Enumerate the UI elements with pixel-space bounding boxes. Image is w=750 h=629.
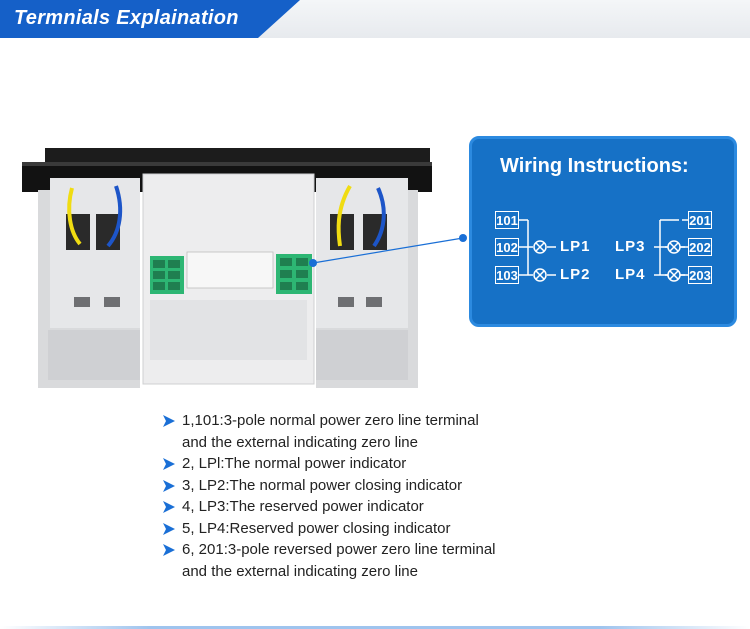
label-lp1: LP1	[560, 238, 591, 255]
note-line: 1,101:3-pole normal power zero line term…	[182, 412, 479, 429]
list-item: 6, 201:3-pole reversed power zero line t…	[162, 539, 582, 582]
list-item: 2, LPl:The normal power indicator	[162, 453, 582, 475]
footer-divider	[0, 626, 750, 629]
arrow-right-icon	[163, 415, 175, 427]
header-banner: Termnials Explaination	[0, 0, 300, 38]
label-lp2: LP2	[560, 266, 591, 283]
lamp-lp2-icon	[533, 268, 547, 282]
note-line: 3, LP2:The normal power closing indicato…	[182, 476, 463, 494]
terminal-103: 103	[495, 266, 519, 284]
lamp-lp3-icon	[667, 240, 681, 254]
wiring-instructions-panel: Wiring Instructions:	[469, 136, 737, 327]
lamp-lp1-icon	[533, 240, 547, 254]
note-line: and the external indicating zero line	[182, 562, 418, 580]
lamp-lp4-icon	[667, 268, 681, 282]
list-item: 1,101:3-pole normal power zero line term…	[162, 410, 582, 453]
terminal-101: 101	[495, 211, 519, 229]
arrow-right-icon	[163, 479, 175, 492]
list-item: 4, LP3:The reserved power indicator	[162, 496, 582, 518]
note-line: 4, LP3:The reserved power indicator	[182, 498, 424, 515]
terminal-201: 201	[688, 211, 712, 229]
terminal-notes-list: 1,101:3-pole normal power zero line term…	[162, 410, 582, 582]
arrow-right-icon	[163, 501, 175, 513]
list-item: 5, LP4:Reserved power closing indicator	[162, 518, 582, 540]
label-lp4: LP4	[615, 266, 646, 283]
arrow-right-icon	[163, 522, 175, 535]
note-line: and the external indicating zero line	[182, 433, 418, 451]
panel-title: Wiring Instructions:	[500, 155, 689, 177]
label-lp3: LP3	[615, 238, 646, 255]
note-line: 6, 201:3-pole reversed power zero line t…	[182, 541, 496, 558]
arrow-right-icon	[163, 458, 175, 470]
page-title: Termnials Explaination	[14, 7, 239, 29]
terminal-102: 102	[495, 238, 519, 256]
terminal-202: 202	[688, 238, 712, 256]
terminal-203: 203	[688, 266, 712, 284]
note-line: 5, LP4:Reserved power closing indicator	[182, 519, 451, 537]
list-item: 3, LP2:The normal power closing indicato…	[162, 475, 582, 497]
note-line: 2, LPl:The normal power indicator	[182, 455, 407, 472]
wiring-diagram	[517, 219, 688, 282]
arrow-right-icon	[163, 544, 175, 556]
